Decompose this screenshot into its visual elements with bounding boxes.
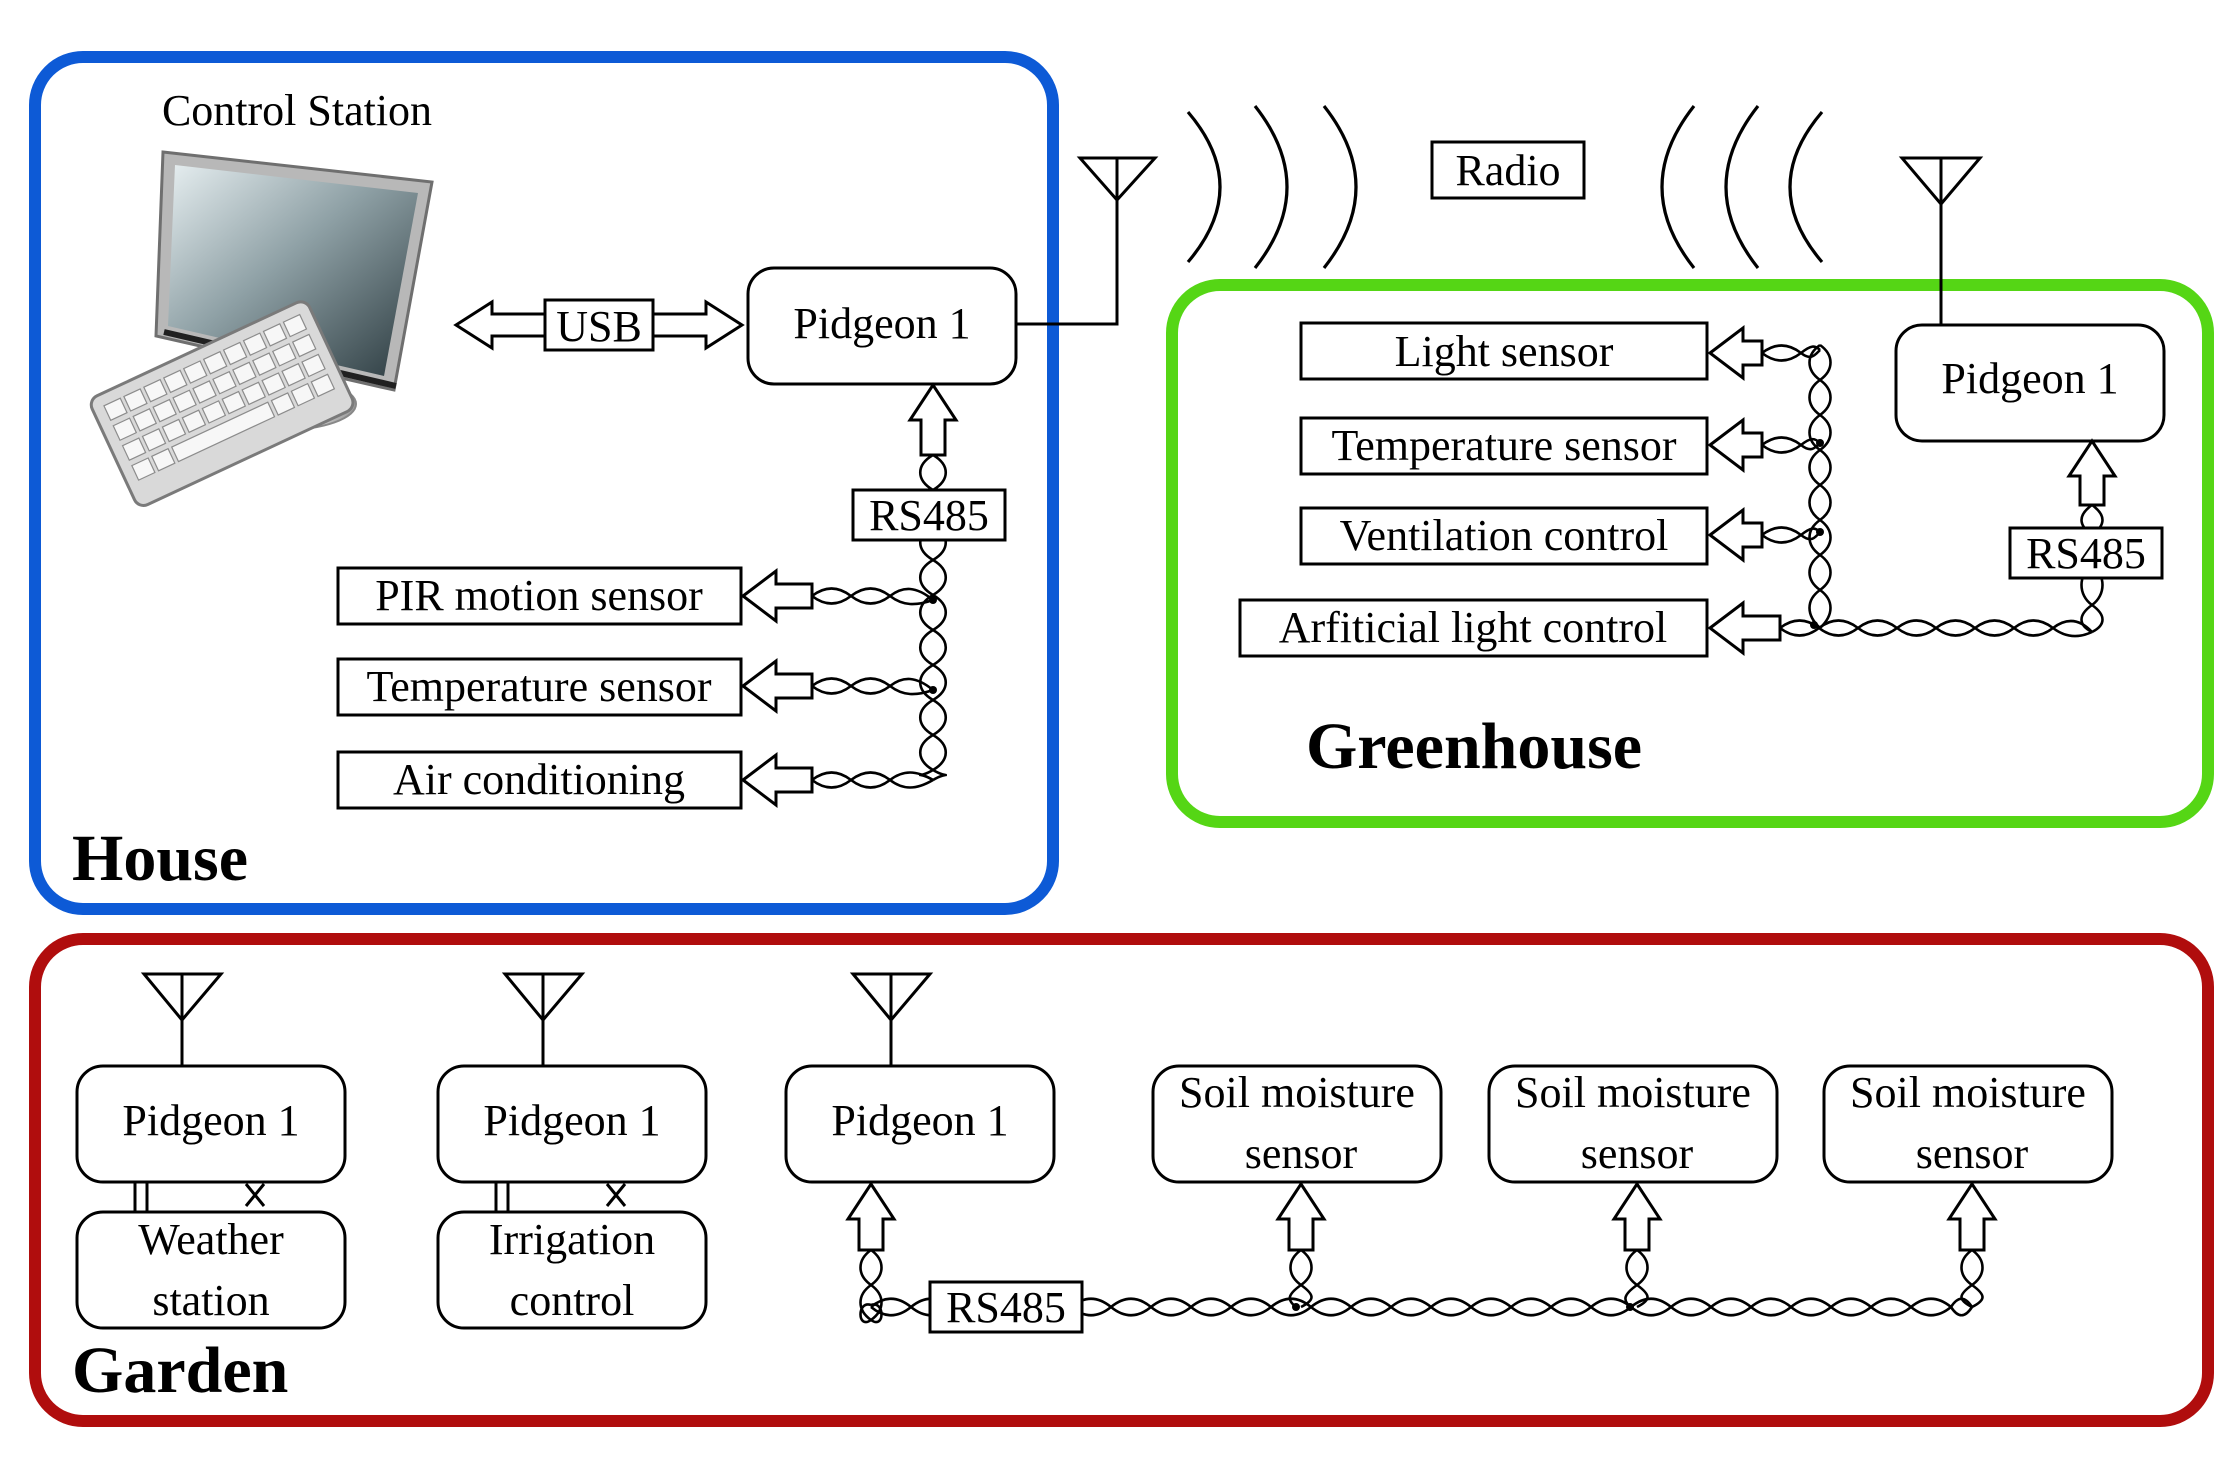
- greenhouse-rs485-box: [2008, 526, 2164, 580]
- irrigation-node-label: Pidgeon 1: [483, 1096, 660, 1145]
- house-branch-aircon: [811, 771, 934, 789]
- house-temperature-sensor-label: Temperature sensor: [366, 662, 711, 711]
- house-pidgeon-node: [746, 266, 1018, 386]
- soil-sensor-3-arrow: [1946, 1181, 1998, 1252]
- soil-moisture-sensor-2-box: [1487, 1064, 1779, 1184]
- usb-label: USB: [556, 302, 642, 351]
- antenna-icon: [501, 972, 586, 1066]
- ventilation-control-box: [1299, 506, 1709, 566]
- antenna-icon: [1076, 156, 1159, 203]
- greenhouse-temperature-sensor-label: Temperature sensor: [1331, 421, 1676, 470]
- radio-waves-left: [1186, 105, 1358, 269]
- garden-bus-node-arrow: [845, 1181, 897, 1252]
- irrigation-pidgeon-node: [436, 1064, 708, 1184]
- greenhouse-rs485-trunk: [1808, 343, 1832, 629]
- greenhouse-temperature-sensor-box: [1299, 416, 1709, 476]
- greenhouse-temperature-arrow: [1707, 416, 1764, 474]
- soil-moisture-sensor-1-box: [1151, 1064, 1443, 1184]
- soil-moisture-sensor-3-box: [1822, 1064, 2114, 1184]
- pir-arrow: [740, 567, 814, 625]
- soil-sensor-1-arrow: [1275, 1181, 1327, 1252]
- garden-rs485-label: RS485: [946, 1283, 1066, 1332]
- antenna-icon: [849, 972, 934, 1066]
- garden-zone-frame: [29, 933, 2214, 1427]
- light-sensor-arrow: [1707, 324, 1764, 382]
- weather-connector: [133, 1182, 266, 1212]
- pir-motion-sensor-label: PIR motion sensor: [375, 571, 703, 620]
- soil-moisture-sensor-1-line2: sensor: [1245, 1129, 1358, 1178]
- house-zone-frame: [29, 51, 1059, 915]
- house-temperature-sensor-box: [336, 657, 743, 717]
- control-station-label: Control Station: [162, 86, 432, 135]
- house-node-label: Pidgeon 1: [793, 299, 970, 348]
- house-zone-title: House: [72, 822, 248, 895]
- weather-station-label-line2: station: [152, 1276, 269, 1325]
- greenhouse-bus-up-arrow: [2066, 438, 2118, 507]
- usb-label-box: [543, 298, 655, 352]
- temperature-arrow: [740, 657, 814, 715]
- artificial-light-control-label: Arfiticial light control: [1279, 603, 1668, 652]
- soil-moisture-sensor-2-line2: sensor: [1581, 1129, 1694, 1178]
- irrigation-control-label-line1: Irrigation: [489, 1215, 655, 1264]
- soil-moisture-sensor-1-line1: Soil moisture: [1179, 1068, 1415, 1117]
- greenhouse-node-label: Pidgeon 1: [1941, 354, 2118, 403]
- house-branch-temperature: [811, 677, 937, 696]
- irrigation-control-box: [436, 1210, 708, 1330]
- antenna-icon: [140, 972, 225, 1066]
- ventilation-arrow: [1707, 506, 1764, 564]
- weather-node-label: Pidgeon 1: [122, 1096, 299, 1145]
- garden-zone-title: Garden: [72, 1334, 288, 1407]
- soil-moisture-sensor-3-line1: Soil moisture: [1850, 1068, 2086, 1117]
- weather-station-box: [75, 1210, 347, 1330]
- aircon-arrow: [740, 751, 814, 809]
- house-antenna-cable: [1016, 200, 1119, 326]
- greenhouse-pidgeon-node: [1894, 323, 2166, 443]
- air-conditioning-label: Air conditioning: [393, 755, 685, 804]
- soil-sensor-2-arrow: [1611, 1181, 1663, 1252]
- air-conditioning-box: [336, 750, 743, 810]
- house-branch-pir: [811, 587, 937, 606]
- desktop-computer-icon: [89, 150, 434, 507]
- garden-bus-node-label: Pidgeon 1: [831, 1096, 1008, 1145]
- pir-motion-sensor-box: [336, 566, 743, 626]
- house-rs485-box: [851, 488, 1007, 542]
- antenna-icon: [1898, 156, 1984, 207]
- greenhouse-zone-title: Greenhouse: [1306, 710, 1642, 783]
- garden-rs485-box: [928, 1280, 1084, 1334]
- greenhouse-zone-frame: [1166, 279, 2214, 828]
- radio-label: Radio: [1455, 146, 1560, 195]
- irrigation-connector: [494, 1182, 627, 1212]
- greenhouse-rs485-horizontal: [1779, 619, 2093, 638]
- soil-moisture-sensor-3-line2: sensor: [1916, 1129, 2029, 1178]
- radio-label-box: [1430, 140, 1586, 200]
- weather-station-label-line1: Weather: [138, 1215, 284, 1264]
- greenhouse-rs485-label: RS485: [2026, 529, 2146, 578]
- garden-bus-pidgeon-node: [784, 1064, 1056, 1184]
- house-bus-up-arrow: [907, 382, 959, 457]
- house-rs485-label: RS485: [869, 491, 989, 540]
- irrigation-control-label-line2: control: [510, 1276, 635, 1325]
- light-sensor-box: [1299, 321, 1709, 381]
- light-sensor-label: Light sensor: [1395, 327, 1614, 376]
- ventilation-control-label: Ventilation control: [1340, 511, 1669, 560]
- artificial-light-arrow: [1707, 599, 1782, 657]
- radio-waves-right: [1660, 105, 1824, 269]
- greenhouse-branches: [1761, 344, 1821, 544]
- artificial-light-control-box: [1238, 598, 1709, 658]
- soil-moisture-sensor-2-line1: Soil moisture: [1515, 1068, 1751, 1117]
- weather-pidgeon-node: [75, 1064, 347, 1184]
